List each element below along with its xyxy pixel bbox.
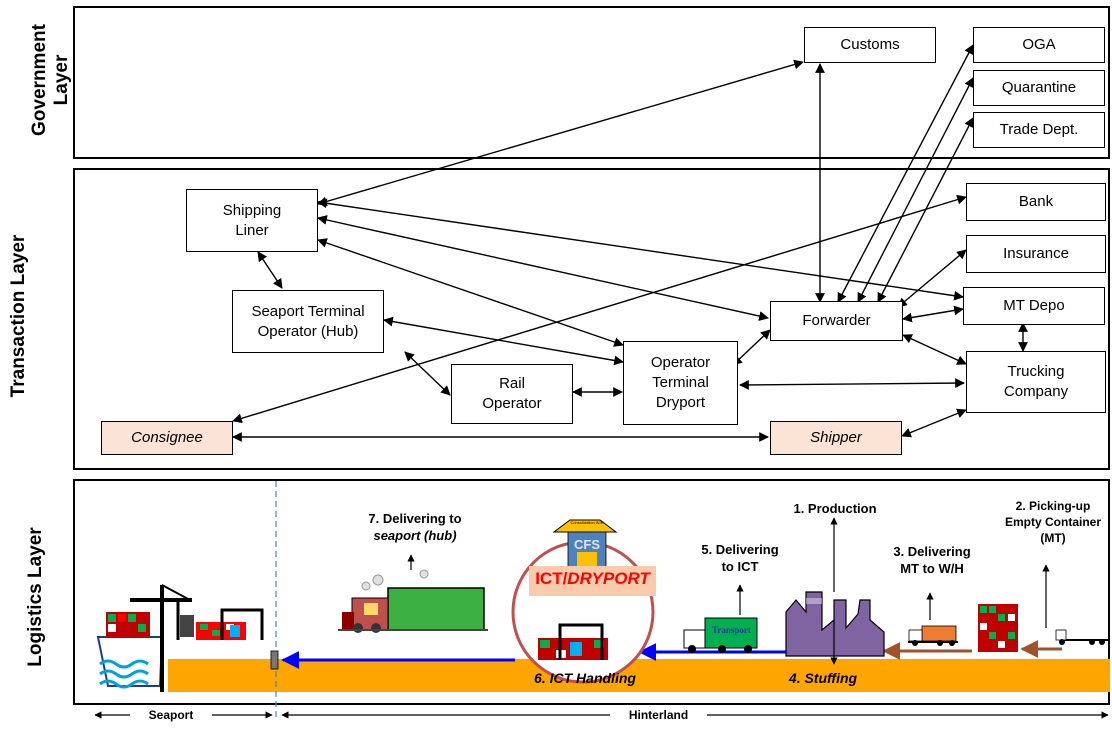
- node-oga: OGA: [973, 27, 1105, 63]
- dryport-text: DRYPORT: [567, 569, 650, 588]
- ict-handling-icon: [538, 623, 608, 660]
- node-mt-depo: MT Depo: [963, 287, 1105, 325]
- truck-transport-icon: [683, 617, 758, 653]
- step7-line1: 7. Delivering to: [368, 511, 462, 526]
- step7-label: 7. Delivering to seaport (hub): [345, 510, 485, 544]
- arrow-dryport-forwarder: [732, 329, 771, 366]
- ict-dryport-label: ICT/DRYPORT: [529, 569, 656, 589]
- cfs-small-label: Consolidation W/H: [570, 520, 604, 525]
- node-quarantine: Quarantine: [973, 70, 1105, 106]
- node-insurance: Insurance: [966, 235, 1106, 273]
- arrow-seaport-dryport: [383, 316, 624, 366]
- truck-mt-icon: [908, 625, 958, 646]
- arrow-dryport-trucking: [739, 378, 965, 390]
- step5-label: 5. Delivering to ICT: [701, 542, 779, 574]
- arrow-forwarder-trucking: [902, 334, 967, 365]
- hinterland-zone-label: Hinterland: [628, 708, 689, 722]
- node-shipping-liner: Shipping Liner: [186, 189, 318, 252]
- crane-icon: [130, 584, 194, 692]
- node-seaport-terminal-operator: Seaport Terminal Operator (Hub): [232, 290, 384, 353]
- ship-icon: [96, 612, 164, 689]
- arrow-shipping-seaport: [257, 251, 283, 289]
- node-operator-terminal-dryport: Operator Terminal Dryport: [623, 341, 738, 425]
- node-customs: Customs: [804, 27, 936, 63]
- step7-line2: seaport (hub): [373, 528, 457, 543]
- cfs-warehouse-icon: [552, 519, 618, 569]
- node-shipper: Shipper: [770, 421, 902, 455]
- train-icon: [338, 569, 488, 633]
- arrow-insurance-forwarder: [897, 249, 967, 308]
- arrow-seaport-rail: [404, 351, 451, 396]
- trailer-empty-icon: [1055, 629, 1108, 645]
- arrow-shipping-forwarder: [317, 215, 769, 321]
- step3-label: 3. Delivering MT to W/H: [893, 544, 971, 576]
- arrow-mtdepo-forwarder: [902, 305, 964, 323]
- step2-label: 2. Picking-up Empty Container (MT): [1004, 499, 1101, 545]
- arrow-oga-forwarder: [837, 44, 974, 303]
- arrow-shipper-trucking: [901, 408, 967, 438]
- road-band: [168, 659, 1110, 692]
- ict-label-bg: [529, 566, 656, 596]
- truck-transport-text: Transport: [712, 625, 751, 635]
- node-consignee: Consignee: [101, 421, 233, 455]
- seaport-zone-label: Seaport: [148, 708, 194, 722]
- node-trade-dept: Trade Dept.: [973, 112, 1105, 148]
- arrow-quarantine-forwarder: [857, 77, 974, 303]
- step6-label: 6. ICT Handling: [534, 670, 636, 686]
- step1-label: 1. Production: [793, 501, 877, 516]
- step4-label: 4. Stuffing: [788, 670, 858, 686]
- node-bank: Bank: [966, 183, 1106, 221]
- gate-post: [270, 650, 279, 670]
- straddle-carrier-icon: [196, 608, 264, 640]
- factory-icon: [785, 591, 885, 657]
- container-stack-icon: [978, 604, 1018, 652]
- ict-text: ICT/: [535, 569, 568, 588]
- node-trucking-company: Trucking Company: [966, 351, 1106, 413]
- node-rail-operator: Rail Operator: [451, 364, 573, 424]
- node-forwarder: Forwarder: [770, 301, 903, 341]
- cfs-label: CFS: [574, 537, 600, 552]
- arrow-customs-shipping: [317, 59, 804, 207]
